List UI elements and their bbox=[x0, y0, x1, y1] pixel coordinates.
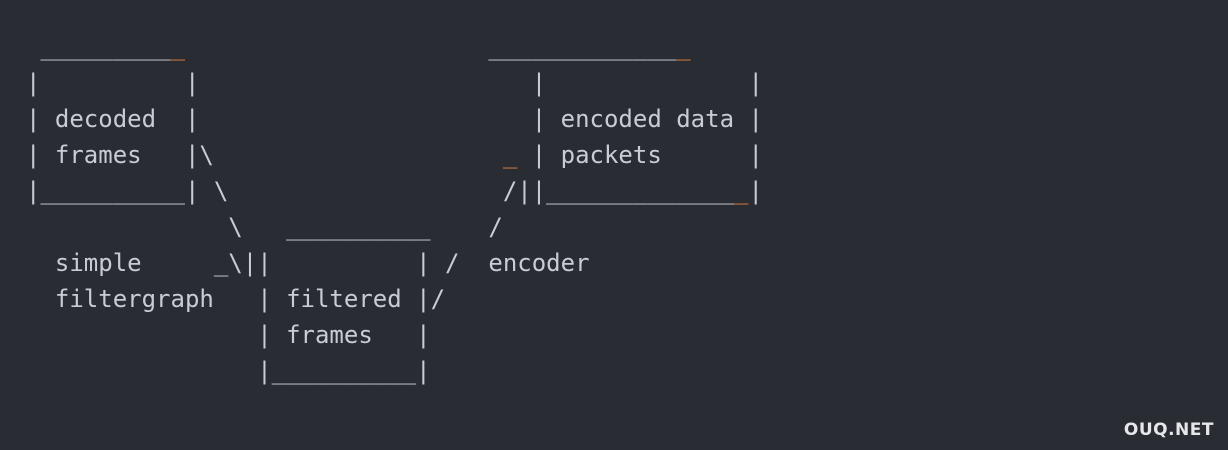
diagram-text: | bbox=[748, 177, 763, 205]
diagram-text: _________ bbox=[26, 33, 171, 61]
diagram-text: | frames |\ bbox=[26, 141, 503, 169]
diagram-text: simple _\|| | / encoder bbox=[26, 249, 590, 277]
diagram-text: | decoded | | encoded data | bbox=[26, 105, 763, 133]
diagram-line: filtergraph | filtered |/ bbox=[26, 281, 763, 317]
diagram-line: | decoded | | encoded data | bbox=[26, 101, 763, 137]
diagram-text: _____________ bbox=[184, 33, 677, 61]
diagram-text: |__________| bbox=[26, 357, 431, 385]
diagram-line: | frames | bbox=[26, 317, 763, 353]
diagram-line: simple _\|| | / encoder bbox=[26, 245, 763, 281]
watermark-logo: OUQ.NET bbox=[1123, 420, 1214, 440]
diagram-line: __________ ______________ bbox=[26, 29, 763, 65]
diagram-line: | frames |\ _ | packets | bbox=[26, 137, 763, 173]
diagram-text: | packets | bbox=[517, 141, 763, 169]
accent-underscore: _ bbox=[676, 33, 691, 61]
diagram-line: |__________| \ /||______________| bbox=[26, 173, 763, 209]
diagram-text: filtergraph | filtered |/ bbox=[26, 285, 446, 313]
diagram-text: |__________| \ /||_____________ bbox=[26, 177, 735, 205]
accent-underscore: _ bbox=[502, 141, 518, 169]
diagram-text: | frames | bbox=[26, 321, 431, 349]
accent-underscore: _ bbox=[734, 177, 749, 205]
diagram-text: \ __________ / bbox=[26, 213, 503, 241]
diagram-line: |__________| bbox=[26, 353, 763, 389]
ascii-diagram: __________ ______________| | | || decode… bbox=[26, 29, 763, 389]
diagram-line: \ __________ / bbox=[26, 209, 763, 245]
diagram-text: | | | | bbox=[26, 69, 763, 97]
accent-underscore: _ bbox=[170, 33, 185, 61]
diagram-line: | | | | bbox=[26, 65, 763, 101]
